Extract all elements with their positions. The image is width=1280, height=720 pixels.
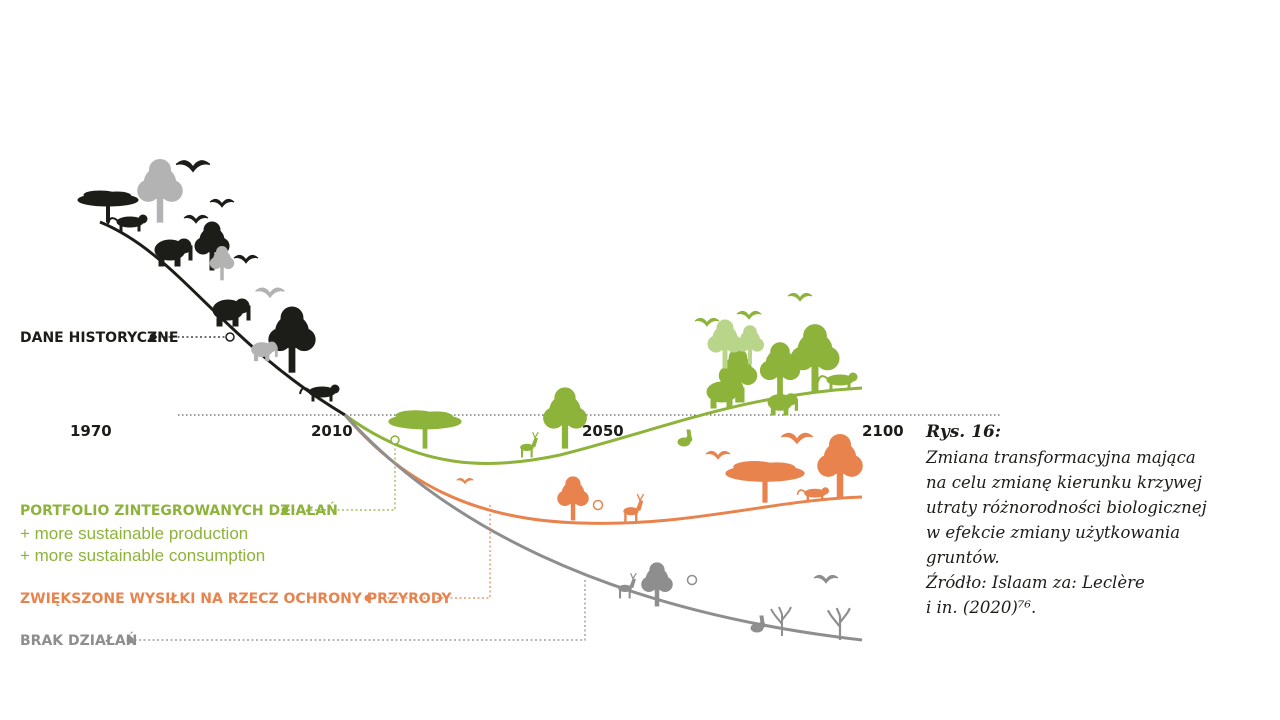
legend-historical: DANE HISTORYCZNE (20, 330, 178, 346)
figure-caption: Rys. 16: Zmiana transformacyjna mająca n… (926, 420, 1256, 620)
tree-icon (557, 476, 589, 521)
year-label-2010: 2010 (311, 422, 353, 440)
integrated-dot (281, 506, 289, 514)
legend-no-action: BRAK DZIAŁAŃ (20, 631, 137, 649)
conservation-marker (592, 499, 604, 511)
year-label-1970: 1970 (70, 422, 112, 440)
integrated-action-curve (344, 386, 863, 465)
rabbit-icon (677, 429, 693, 447)
dead-tree-icon (770, 606, 792, 637)
tree-icon (388, 410, 462, 449)
legend-integrated-sub1: + more sustainable production (20, 524, 248, 543)
conservation-silhouettes (456, 432, 863, 523)
elephant-icon (154, 238, 193, 267)
conservation-dot (364, 594, 372, 602)
tree-icon (725, 461, 805, 503)
no-action-silhouettes (618, 562, 852, 642)
bird-icon (183, 214, 209, 224)
elephant-icon (767, 393, 799, 416)
legend-integrated: PORTFOLIO ZINTEGROWANYCH DZIAŁAŃ (20, 501, 338, 519)
bird-icon (209, 198, 235, 208)
elephant-icon (706, 380, 745, 409)
tree-icon (543, 387, 587, 449)
deer-icon (623, 493, 645, 523)
bird-icon (787, 292, 813, 302)
bird-icon (705, 450, 731, 460)
historical-curve (99, 220, 346, 417)
caption-text: Zmiana transformacyjna mająca na celu zm… (926, 448, 1207, 617)
elephant-icon (212, 298, 251, 327)
no-action-dot (126, 636, 134, 644)
historical-dot (149, 333, 157, 341)
bird-icon (694, 317, 720, 327)
bird-icon (813, 574, 839, 584)
tree-icon (641, 562, 673, 607)
bird-icon (736, 310, 762, 320)
no-action-leader (132, 580, 586, 641)
historical-marker (225, 332, 235, 342)
deer-icon (519, 431, 539, 458)
bird-icon (175, 160, 211, 173)
bird-icon (780, 432, 814, 444)
bird-icon (255, 287, 286, 298)
integrated-marker (390, 435, 400, 445)
bird-icon (456, 478, 474, 485)
deer-icon (618, 572, 637, 599)
integrated-leader (288, 444, 396, 511)
legend-conservation: ZWIĘKSZONE WYSIŁKI NA RZECZ OCHRONY PRZY… (20, 591, 452, 607)
leopard-icon (817, 372, 858, 390)
no-action-marker (686, 574, 698, 586)
legend-integrated-sub2: + more sustainable consumption (20, 546, 265, 565)
bird-icon (233, 254, 259, 264)
tree-icon (268, 306, 316, 373)
historical-silhouettes (77, 160, 340, 402)
year-label-2100: 2100 (862, 422, 904, 440)
conservation-leader (370, 505, 491, 599)
caption-title: Rys. 16: (926, 422, 1002, 442)
year-label-2050: 2050 (582, 422, 624, 440)
tree-icon (137, 158, 183, 223)
